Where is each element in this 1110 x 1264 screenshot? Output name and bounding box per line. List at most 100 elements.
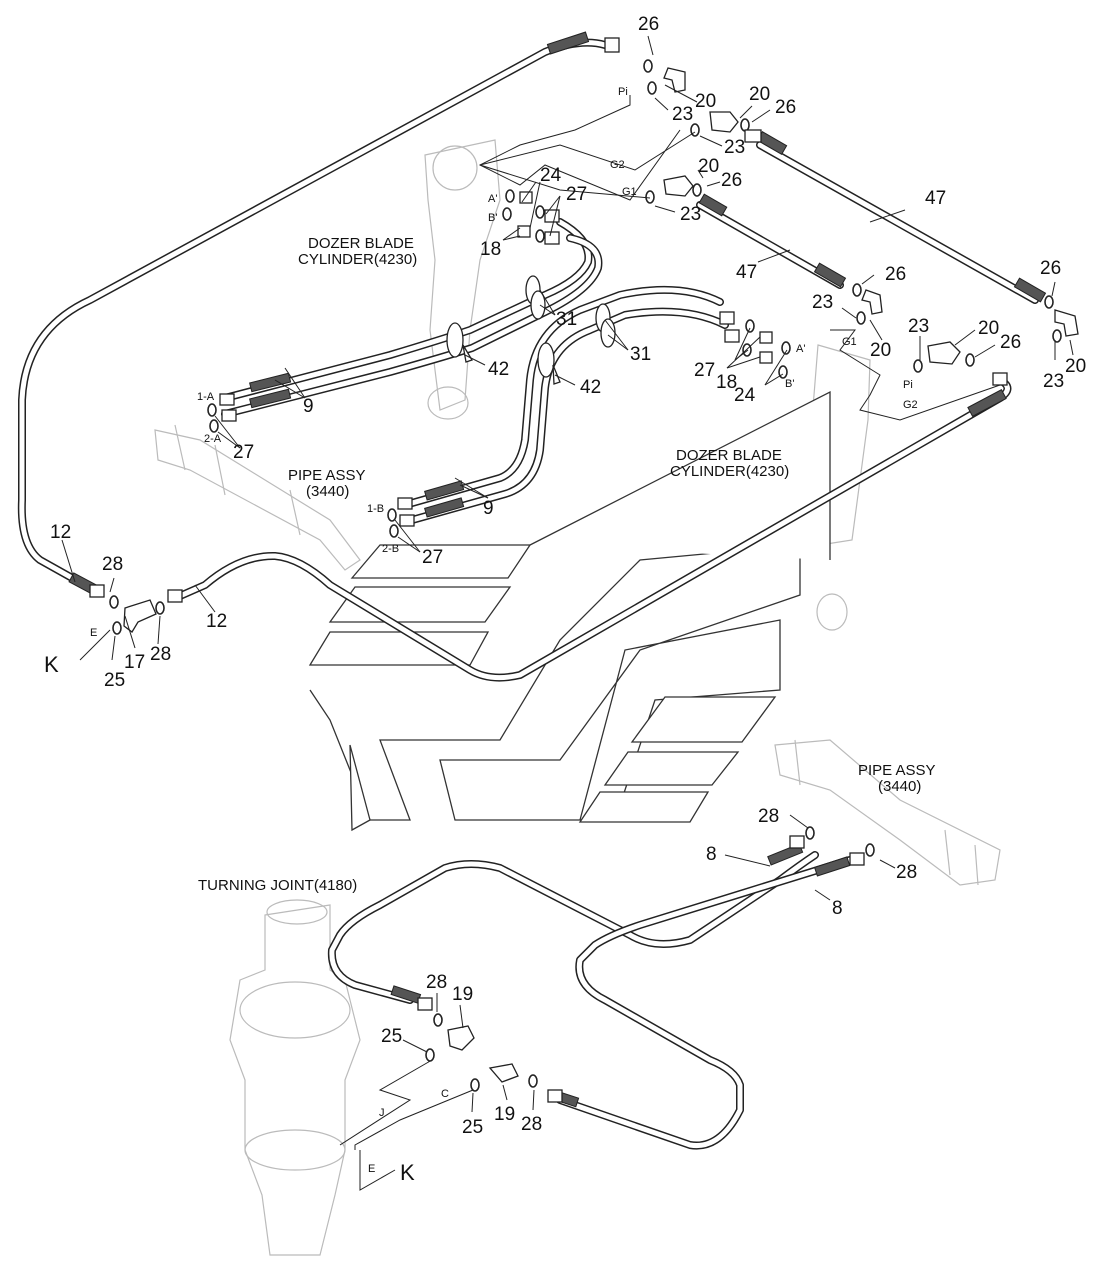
part-23: 23 (672, 104, 693, 125)
hose-12-lower (176, 376, 1012, 682)
hose-9-left-pair (221, 218, 603, 418)
label-pipe-assy-right-line2: (3440) (878, 778, 921, 795)
part-9: 9 (303, 396, 314, 417)
part-26: 26 (1040, 258, 1061, 279)
port-a-prime-right: A' (796, 343, 805, 355)
port-e-bottom: E (368, 1163, 375, 1175)
port-1b: 1-B (367, 503, 384, 515)
part-numbers: 26 20 23 20 26 23 20 26 23 24 27 18 47 4… (50, 14, 1086, 1138)
label-pipe-assy-right-line1: PIPE ASSY (858, 762, 936, 779)
ghost-pipe-assy-right (774, 739, 1001, 886)
part-28: 28 (102, 554, 123, 575)
part-26: 26 (1000, 332, 1021, 353)
ghost-pipe-assy-left (154, 424, 361, 571)
part-28: 28 (896, 862, 917, 883)
part-23: 23 (812, 292, 833, 313)
part-28: 28 (150, 644, 171, 665)
port-b-prime-right: B' (785, 378, 794, 390)
part-26: 26 (885, 264, 906, 285)
part-23: 23 (1043, 371, 1064, 392)
part-27: 27 (566, 184, 587, 205)
part-24: 24 (540, 165, 562, 186)
port-g1-top: G1 (622, 186, 637, 198)
label-turning-joint: TURNING JOINT(4180) (198, 877, 357, 894)
label-dozer-cylinder-right-line2: CYLINDER(4230) (670, 463, 789, 480)
port-g2-top: G2 (610, 159, 625, 171)
port-g2-right: G2 (903, 399, 918, 411)
part-20: 20 (695, 91, 716, 112)
part-18: 18 (480, 239, 501, 260)
port-j-bottom: J (379, 1107, 385, 1119)
part-20: 20 (870, 340, 891, 361)
port-pi-right: Pi (903, 379, 913, 391)
part-18: 18 (716, 372, 737, 393)
port-g1-right: G1 (842, 336, 857, 348)
part-26: 26 (721, 170, 742, 191)
part-42: 42 (580, 377, 601, 398)
part-28: 28 (426, 972, 447, 993)
port-2a: 2-A (204, 433, 222, 445)
clamp-31-right (595, 303, 616, 348)
port-b-prime-left: B' (488, 212, 497, 224)
part-19: 19 (494, 1104, 515, 1125)
part-25: 25 (381, 1026, 402, 1047)
part-20: 20 (978, 318, 999, 339)
port-labels: Pi G2 G1 A' B' A' B' G1 Pi G2 1-A 2-A 1-… (90, 86, 918, 1175)
part-23: 23 (908, 316, 929, 337)
part-23: 23 (724, 137, 745, 158)
hose-8-lower-loops (327, 843, 854, 1150)
part-27: 27 (233, 442, 254, 463)
part-19: 19 (452, 984, 473, 1005)
part-27: 27 (694, 360, 715, 381)
hose-9-right-pair (401, 285, 729, 526)
label-pipe-assy-left-line2: (3440) (306, 483, 349, 500)
label-k-top: K (44, 652, 59, 677)
part-26: 26 (638, 14, 659, 35)
part-9: 9 (483, 498, 494, 519)
hose-47-upper-left-loop (17, 31, 609, 595)
port-2b: 2-B (382, 543, 399, 555)
clamp-42-left (446, 322, 473, 363)
label-pipe-assy-left-line1: PIPE ASSY (288, 467, 366, 484)
port-a-prime-left: A' (488, 193, 497, 205)
hose-47-right (756, 130, 1047, 304)
port-e-top: E (90, 627, 97, 639)
part-26: 26 (775, 97, 796, 118)
ghost-dozer-cylinder-left (424, 139, 501, 420)
machine-frame (308, 390, 831, 832)
component-labels: DOZER BLADE CYLINDER(4230) DOZER BLADE C… (44, 235, 936, 1185)
part-8: 8 (706, 844, 717, 865)
part-8: 8 (832, 898, 843, 919)
part-28: 28 (758, 806, 779, 827)
label-dozer-cylinder-right-line1: DOZER BLADE (676, 447, 782, 464)
port-1a: 1-A (197, 391, 215, 403)
part-24: 24 (734, 385, 756, 406)
part-27: 27 (422, 547, 443, 568)
label-dozer-cylinder-left-line2: CYLINDER(4230) (298, 251, 417, 268)
part-20: 20 (698, 156, 719, 177)
part-31: 31 (630, 344, 651, 365)
part-12: 12 (50, 522, 71, 543)
part-23: 23 (680, 204, 701, 225)
part-47: 47 (925, 188, 946, 209)
part-42: 42 (488, 359, 509, 380)
leader-lines (61, 35, 1074, 1191)
clamp-42-right (537, 342, 561, 385)
part-47: 47 (736, 262, 757, 283)
part-25: 25 (462, 1117, 483, 1138)
part-12: 12 (206, 611, 227, 632)
part-31: 31 (556, 309, 577, 330)
label-k-bottom: K (400, 1160, 415, 1185)
ghost-turning-joint (229, 899, 361, 1256)
fittings (89, 37, 1079, 1103)
port-pi-top: Pi (618, 86, 628, 98)
part-28: 28 (521, 1114, 542, 1135)
clamp-31-left (525, 275, 546, 320)
part-20: 20 (1065, 356, 1086, 377)
part-20: 20 (749, 84, 770, 105)
part-25: 25 (104, 670, 125, 691)
label-dozer-cylinder-left-line1: DOZER BLADE (308, 235, 414, 252)
port-c-bottom: C (441, 1088, 449, 1100)
part-17: 17 (124, 652, 145, 673)
